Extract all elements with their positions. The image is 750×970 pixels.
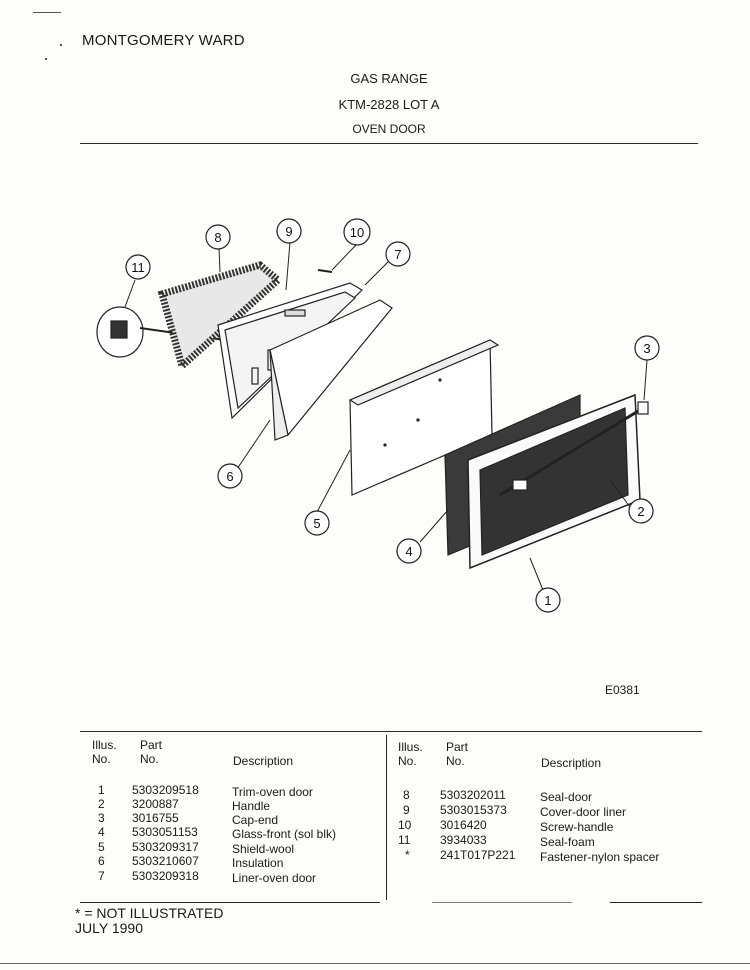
screw-handle-part [317,269,333,273]
table-row-part: 5303015373 [440,803,507,817]
table-row-part: 241T017P221 [440,848,516,862]
brand-name: MONTGOMERY WARD [82,32,245,49]
right-illus-header-1: Illus. [398,740,423,754]
callout-11: 11 [131,260,145,275]
cap-end-part [637,401,649,415]
seal-foam-part [96,306,226,358]
table-row-part: 5303210607 [132,854,199,868]
callout-5: 5 [313,516,320,531]
table-row-desc: Fastener-nylon spacer [540,850,660,864]
table-row-illus: 2 [98,797,105,811]
right-illus-header-2: No. [398,754,417,768]
page-bottom-rule [0,963,750,964]
table-row-illus: 1 [98,783,105,797]
table-row-part: 5303209518 [132,783,199,797]
liner-oven-door-part [269,299,393,441]
right-part-header-2: No. [446,754,465,768]
table-row-desc: Screw-handle [540,820,614,834]
table-row-part: 3200887 [132,797,179,811]
section-title: OVEN DOOR [352,122,426,136]
oven-door-exploded-diagram: 8 9 10 7 11 3 2 1 4 5 6 [96,218,660,613]
table-row-desc: Liner-oven door [232,871,317,885]
callout-8: 8 [214,230,221,245]
table-row-illus: 9 [403,803,410,817]
publication-date: JULY 1990 [75,920,143,936]
table-top-rule [80,731,702,732]
handle-part [499,408,641,497]
scan-mark [33,12,61,13]
left-description-header: Description [233,754,294,768]
trim-oven-door-part [467,393,641,570]
table-row-part: 5303209317 [132,840,199,854]
left-illus-header-2: No. [92,752,111,766]
table-row-illus: 11 [398,833,411,847]
table-row-desc: Trim-oven door [232,785,313,799]
callout-10: 10 [350,225,364,240]
table-row-desc: Glass-front (sol blk) [232,827,337,841]
table-row-desc: Seal-foam [540,835,595,849]
table-row-desc: Seal-door [540,790,593,804]
callout-2: 2 [637,504,644,519]
callout-9: 9 [285,224,292,239]
callout-6: 6 [226,469,233,484]
header-rule [80,143,698,144]
table-row-illus: 10 [398,818,412,832]
table-row-part: 5303209318 [132,869,199,883]
table-row-part: 5303051153 [132,825,198,839]
table-row-desc: Shield-wool [232,842,295,856]
right-part-header-1: Part [446,740,469,754]
table-divider [386,735,387,900]
table-row-illus: 7 [98,869,105,883]
doc-title: GAS RANGE [350,71,428,86]
table-row-part: 3934033 [440,833,487,847]
left-part-header-2: No. [140,752,159,766]
table-row-desc: Cover-door liner [540,805,627,819]
table-bottom-rule-right-end [610,902,702,903]
table-bottom-rule-left [80,902,380,903]
table-row-illus: 3 [98,811,105,825]
table-bottom-rule-right [432,902,572,903]
diagram-code: E0381 [605,683,640,697]
callout-4: 4 [405,544,412,559]
scan-mark [45,58,47,60]
left-part-header-1: Part [140,738,163,752]
right-description-header: Description [541,756,602,770]
left-illus-header-1: Illus. [92,738,117,752]
scan-mark [60,44,62,46]
callout-3: 3 [643,341,650,356]
table-row-part: 3016420 [440,818,487,832]
not-illustrated-note: * = NOT ILLUSTRATED [75,905,224,921]
model-number: KTM-2828 LOT A [338,97,440,112]
table-row-illus: * [405,848,410,862]
callout-1: 1 [544,593,551,608]
seal-door-part [157,261,284,373]
table-row-desc: Cap-end [232,813,279,827]
table-row-illus: 5 [98,840,105,854]
table-row-illus: 8 [403,788,410,802]
table-row-desc: Handle [232,799,271,813]
table-row-illus: 4 [98,825,105,839]
table-row-desc: Insulation [232,856,284,870]
callout-7: 7 [394,247,401,262]
table-row-part: 5303202011 [440,788,506,802]
table-row-part: 3016755 [132,811,179,825]
table-row-illus: 6 [98,854,105,868]
